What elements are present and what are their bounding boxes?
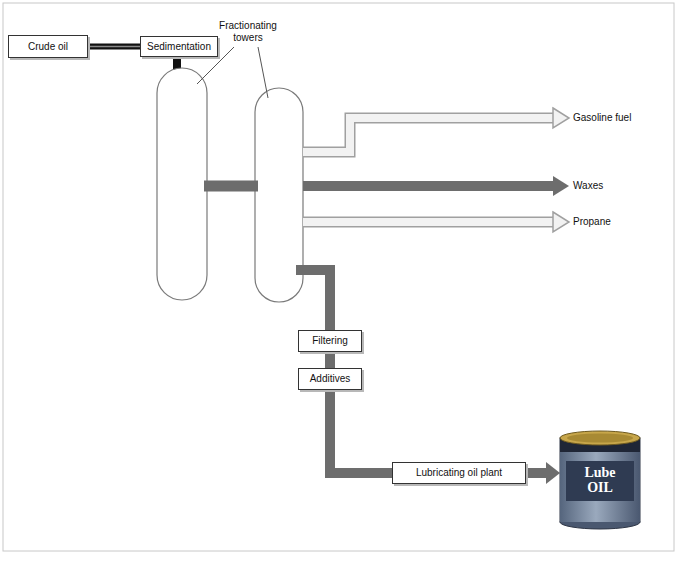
fractionating-tower <box>157 68 207 300</box>
box-label: Crude oil <box>28 41 68 53</box>
product-label: Gasoline fuel <box>573 112 669 124</box>
leader-line <box>258 47 268 98</box>
process-box: Additives <box>298 368 362 390</box>
oil-can: Lube OIL <box>558 428 642 532</box>
residue-pipe <box>296 270 330 331</box>
pipe-connector <box>330 352 331 368</box>
can-body-fill <box>560 438 640 522</box>
can-lid <box>560 431 640 445</box>
pipe-connector <box>88 46 140 47</box>
box-label: Lubricating oil plant <box>416 467 502 479</box>
box-label: Filtering <box>312 335 348 347</box>
waxes-arrow <box>303 181 554 191</box>
pipe-line <box>88 44 140 50</box>
gasoline-arrow-outline <box>303 118 554 152</box>
gasoline-arrowhead <box>553 108 569 128</box>
fractionating-tower <box>255 88 303 302</box>
can-body <box>560 438 640 522</box>
pipe-line <box>330 390 392 473</box>
pipe-line <box>325 352 335 368</box>
product-label: Waxes <box>573 180 669 192</box>
pipe-line-core <box>88 46 140 48</box>
arrowhead <box>546 462 560 484</box>
can-label <box>566 461 634 501</box>
product-label: Propane <box>573 216 669 228</box>
gasoline-arrow <box>303 118 555 152</box>
frame <box>3 3 674 551</box>
box-label: Additives <box>310 373 351 385</box>
propane-arrow <box>303 218 555 226</box>
box-label: Sedimentation <box>147 41 211 53</box>
plant-box: Lubricating oil plant <box>392 462 526 484</box>
process-box: Sedimentation <box>140 36 218 57</box>
process-box: Filtering <box>298 330 362 352</box>
pipe-connector <box>330 390 392 473</box>
crude-oil-box: Crude oil <box>8 35 88 58</box>
pipe-line <box>526 468 547 478</box>
tower-link-pipe <box>204 181 258 192</box>
callout-label: Fractionating towers <box>210 20 286 44</box>
propane-arrowhead <box>553 212 569 232</box>
waxes-arrowhead <box>553 176 569 196</box>
can-label-text: Lube OIL <box>582 465 618 495</box>
can-lid-inner <box>567 434 633 443</box>
propane-arrow-outline <box>303 217 554 228</box>
pipe-connector <box>526 462 560 484</box>
